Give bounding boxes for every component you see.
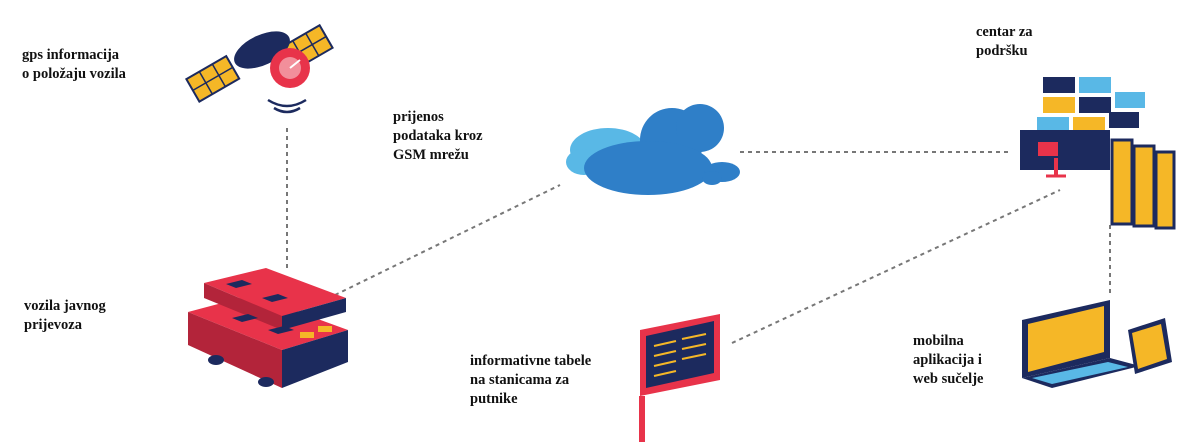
laptop-icon [1022,300,1140,388]
label-network: prijenos podataka kroz GSM mrežu [393,109,483,163]
label-support: centar za podršku [976,24,1033,59]
label-gps: gps informacija o položaju vozila [22,47,126,82]
info-board-icon [639,314,720,442]
bus-icon [188,268,348,388]
tablet-icon [1128,318,1172,374]
label-vehicles: vozila javnog prijevoza [24,298,106,333]
connectors [286,128,1111,344]
support-center-icon [1020,77,1176,230]
connector-board-support [731,189,1061,344]
connector-bus-cloud [334,184,561,296]
label-boards: informativne tabele na stanicama za putn… [470,353,592,407]
cloud-icon [566,104,740,195]
satellite-icon [185,23,334,114]
label-apps: mobilna aplikacija i web sučelje [913,333,984,387]
